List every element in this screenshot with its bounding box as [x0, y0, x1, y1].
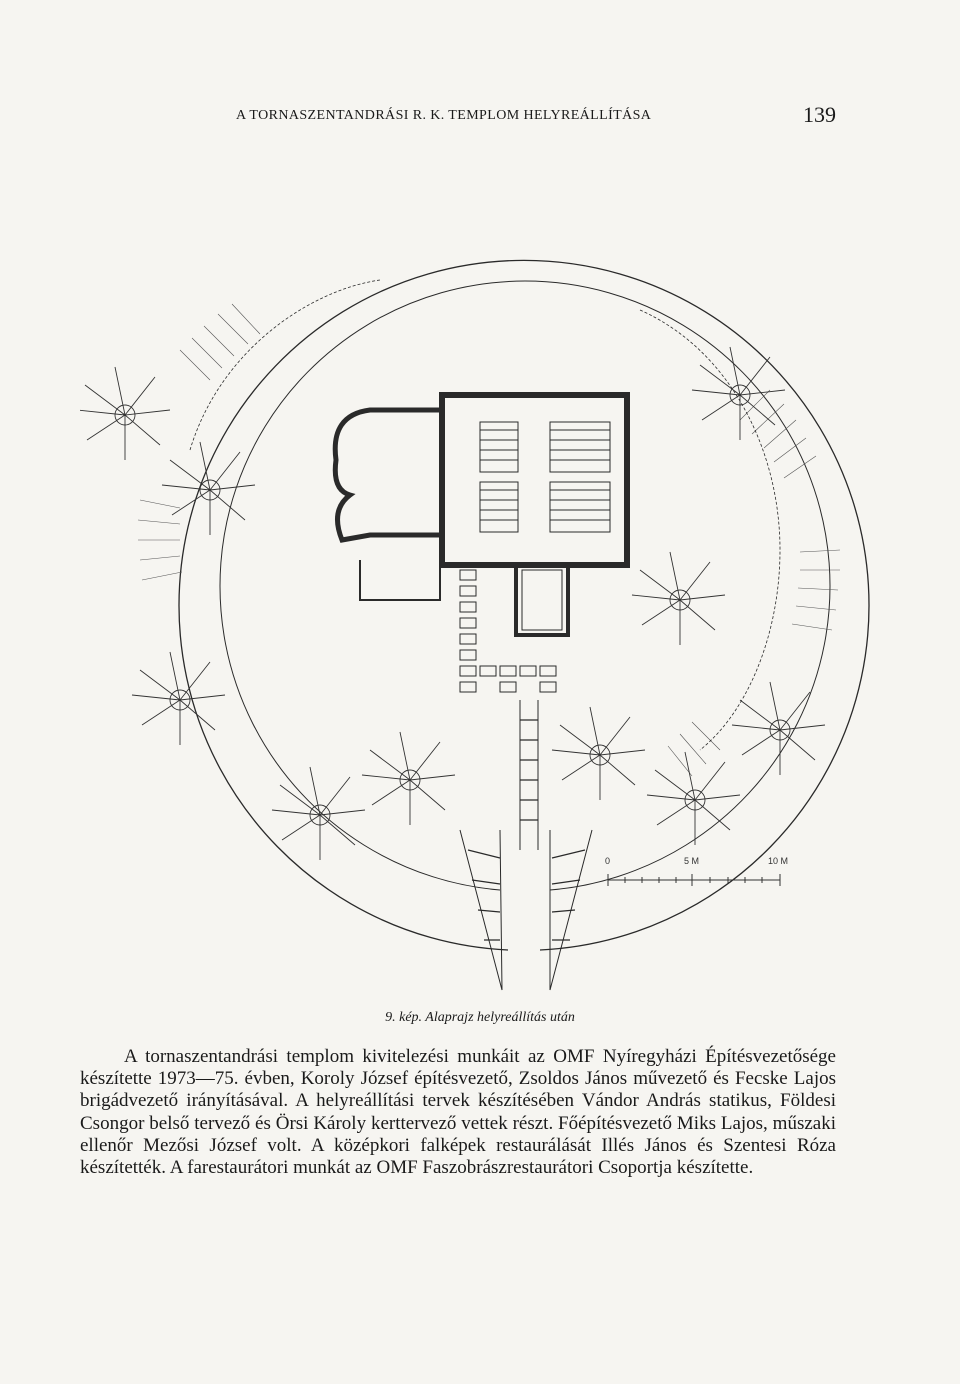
- figure-caption: 9. kép. Alaprajz helyreállítás után: [385, 1010, 575, 1025]
- body-text: A tornaszentandrási templom kivitelezési…: [80, 1046, 836, 1179]
- body-paragraph: A tornaszentandrási templom kivitelezési…: [80, 1046, 836, 1179]
- running-head: A TORNASZENTANDRÁSI R. K. TEMPLOM HELYRE…: [236, 102, 836, 134]
- floor-plan-figure: 0 5 M 10 M: [80, 190, 900, 1010]
- scale-label-0: 0: [605, 856, 611, 866]
- running-title: A TORNASZENTANDRÁSI R. K. TEMPLOM HELYRE…: [236, 108, 652, 123]
- scale-label-5m: 5 M: [684, 856, 700, 866]
- scale-label-10m: 10 M: [768, 856, 789, 866]
- floor-plan-drawing: [80, 259, 870, 991]
- page-number: 139: [803, 102, 836, 127]
